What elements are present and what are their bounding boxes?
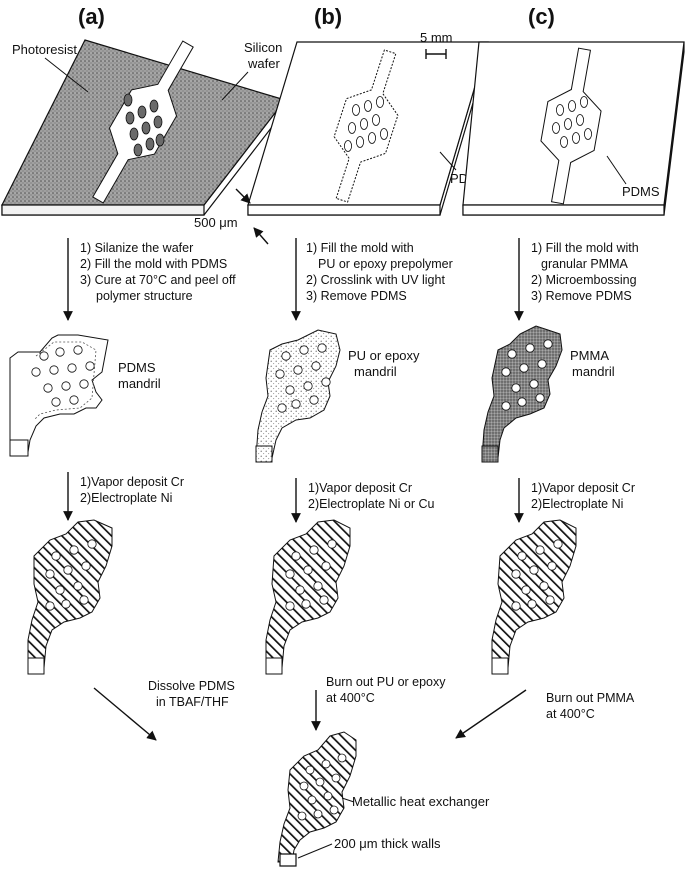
result-title: Metallic heat exchanger <box>352 794 490 809</box>
steps-a-2: 1)Vapor deposit Cr 2)Electroplate Ni <box>80 475 184 505</box>
column-c-header: (c) <box>528 4 555 29</box>
column-a-header: (a) <box>78 4 105 29</box>
pu-epoxy-mandril <box>256 330 340 462</box>
wall-leader <box>298 844 332 858</box>
electroplated-structure-b <box>266 520 350 674</box>
svg-text:1) Silanize the wafer: 1) Silanize the wafer <box>80 241 193 255</box>
svg-text:1)Vapor deposit Cr: 1)Vapor deposit Cr <box>308 481 412 495</box>
mandril-a-label-1: PDMS <box>118 360 156 375</box>
pmma-mandril <box>482 326 562 462</box>
column-b-header: (b) <box>314 4 342 29</box>
electroplated-structure-a <box>28 520 112 674</box>
mandril-b-label-1: PU or epoxy <box>348 348 420 363</box>
thickness-arrow-top <box>236 189 250 203</box>
svg-text:1) Fill the mold with: 1) Fill the mold with <box>531 241 639 255</box>
svg-text:1) Fill the mold with: 1) Fill the mold with <box>306 241 414 255</box>
silicon-wafer-label-1: Silicon <box>244 40 282 55</box>
svg-text:2) Microembossing: 2) Microembossing <box>531 273 637 287</box>
svg-text:at 400°C: at 400°C <box>546 707 595 721</box>
svg-text:2) Fill the mold with PDMS: 2) Fill the mold with PDMS <box>80 257 227 271</box>
pdms-mandril <box>10 335 108 456</box>
svg-text:Burn out PU or epoxy: Burn out PU or epoxy <box>326 675 446 689</box>
pdms-label-c: PDMS <box>622 184 660 199</box>
mandril-c-label-1: PMMA <box>570 348 609 363</box>
steps-a-1: 1) Silanize the wafer 2) Fill the mold w… <box>80 241 236 303</box>
svg-text:2)Electroplate Ni or Cu: 2)Electroplate Ni or Cu <box>308 497 434 511</box>
svg-text:polymer structure: polymer structure <box>96 289 193 303</box>
electroplated-structure-c <box>492 520 576 674</box>
svg-text:1)Vapor deposit Cr: 1)Vapor deposit Cr <box>80 475 184 489</box>
steps-c-2: 1)Vapor deposit Cr 2)Electroplate Ni <box>531 481 635 511</box>
svg-text:1)Vapor deposit Cr: 1)Vapor deposit Cr <box>531 481 635 495</box>
final-step-a: Dissolve PDMS in TBAF/THF <box>148 679 235 709</box>
silicon-wafer-slab <box>2 31 285 215</box>
scale-bar-label: 5 mm <box>420 30 453 45</box>
svg-text:2)Electroplate Ni: 2)Electroplate Ni <box>80 491 172 505</box>
steps-b-1: 1) Fill the mold with PU or epoxy prepol… <box>306 241 453 303</box>
arrow-c-final <box>456 690 526 738</box>
svg-text:3) Remove PDMS: 3) Remove PDMS <box>306 289 407 303</box>
svg-text:3) Cure at 70°C and peel off: 3) Cure at 70°C and peel off <box>80 273 236 287</box>
final-step-b: Burn out PU or epoxy at 400°C <box>326 675 446 705</box>
pdms-mold-slab-b <box>248 42 488 215</box>
svg-text:2)Electroplate Ni: 2)Electroplate Ni <box>531 497 623 511</box>
svg-text:PU or epoxy prepolymer: PU or epoxy prepolymer <box>318 257 453 271</box>
svg-text:at 400°C: at 400°C <box>326 691 375 705</box>
steps-c-1: 1) Fill the mold with granular PMMA 2) M… <box>531 241 639 303</box>
svg-text:Dissolve PDMS: Dissolve PDMS <box>148 679 235 693</box>
thickness-arrow-bottom <box>254 228 268 244</box>
silicon-wafer-label-2: wafer <box>247 56 280 71</box>
mandril-b-label-2: mandril <box>354 364 397 379</box>
arrow-a-final <box>94 688 156 740</box>
svg-text:in TBAF/THF: in TBAF/THF <box>156 695 229 709</box>
mandril-a-label-2: mandril <box>118 376 161 391</box>
svg-text:3) Remove PDMS: 3) Remove PDMS <box>531 289 632 303</box>
final-step-c: Burn out PMMA at 400°C <box>546 691 635 721</box>
wall-thickness-note: 200 μm thick walls <box>334 836 441 851</box>
thickness-label: 500 μm <box>194 215 238 230</box>
photoresist-label: Photoresist <box>12 42 77 57</box>
mandril-c-label-2: mandril <box>572 364 615 379</box>
svg-text:granular PMMA: granular PMMA <box>541 257 628 271</box>
svg-text:2) Crosslink with UV light: 2) Crosslink with UV light <box>306 273 445 287</box>
steps-b-2: 1)Vapor deposit Cr 2)Electroplate Ni or … <box>308 481 434 511</box>
svg-text:Burn out PMMA: Burn out PMMA <box>546 691 635 705</box>
